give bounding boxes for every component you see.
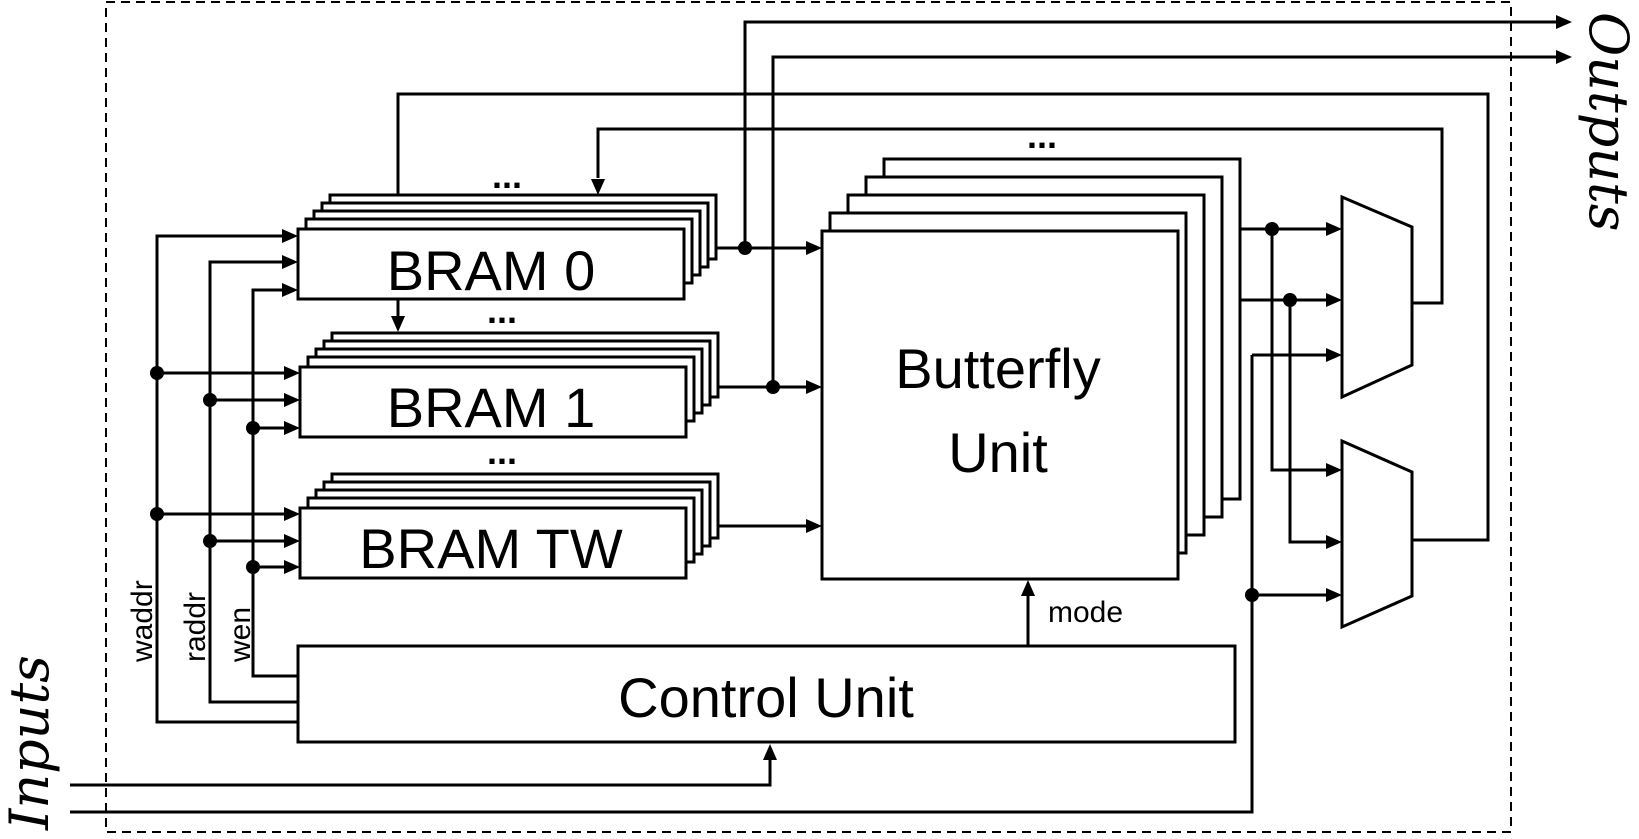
control-unit-label: Control Unit — [618, 666, 914, 729]
outputs-label: Outputs — [1577, 12, 1639, 232]
mux-top — [1340, 194, 1414, 400]
raddr-label: raddr — [179, 592, 212, 662]
wen-label: wen — [224, 607, 257, 663]
butterfly-label-line2: Unit — [948, 421, 1048, 484]
bram0-label: BRAM 0 — [387, 239, 596, 302]
feedback-paths — [396, 92, 1490, 542]
bramtw-stack: BRAM TW ... — [298, 431, 720, 580]
waddr-label: waddr — [126, 580, 159, 663]
mux-bottom — [1340, 438, 1414, 630]
butterfly-stack: Butterfly Unit ... — [820, 115, 1242, 581]
bram1-stack: BRAM 1 ... — [298, 290, 720, 439]
bramtw-block — [298, 506, 688, 580]
bram1-block — [298, 365, 688, 439]
inputs-label: Inputs — [0, 655, 61, 831]
butterfly-mux-paths — [1240, 222, 1342, 602]
input-paths — [70, 355, 1254, 814]
bram0-ellipsis: ... — [492, 155, 522, 196]
bram1-ellipsis: ... — [487, 290, 517, 331]
bramtw-label: BRAM TW — [359, 517, 623, 580]
module-boundary — [105, 1, 1512, 833]
butterfly-unit-block — [820, 229, 1180, 581]
butterfly-label-line1: Butterfly — [895, 337, 1100, 400]
bram-data-paths — [391, 241, 822, 533]
bramtw-ellipsis: ... — [487, 431, 517, 472]
butterfly-ellipsis: ... — [1027, 115, 1057, 156]
bram0-block — [296, 227, 686, 301]
bram0-stack: BRAM 0 ... — [296, 155, 718, 302]
mode-label: mode — [1048, 596, 1123, 629]
output-paths — [743, 15, 1572, 387]
bram1-label: BRAM 1 — [387, 376, 596, 439]
control-bus — [150, 229, 300, 724]
control-unit-block — [296, 644, 1237, 744]
